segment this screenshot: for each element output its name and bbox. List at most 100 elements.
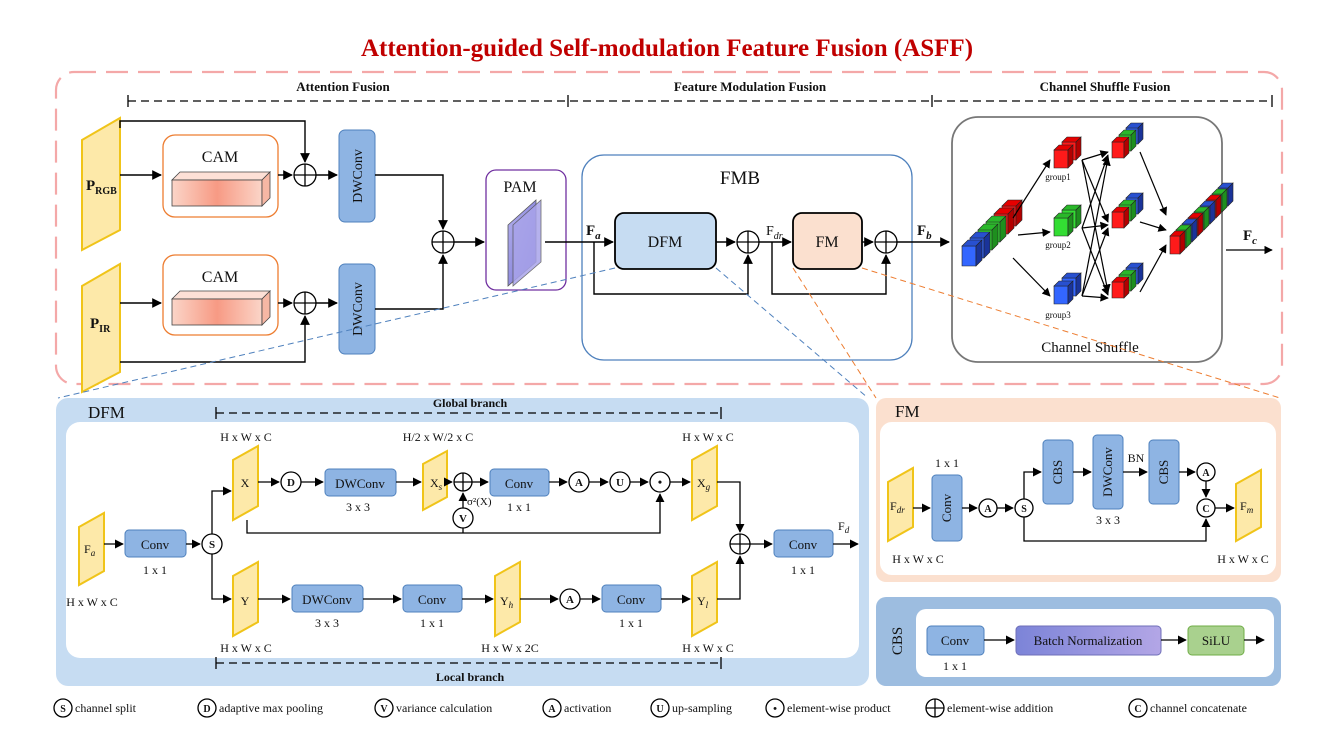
add-top: [293, 163, 317, 187]
dfm-pool-symbol: D: [280, 471, 302, 493]
dfm-xg-shape: H x W x C: [682, 430, 734, 444]
dfm-conv-out-kernel: 1 x 1: [791, 563, 815, 577]
dfm-xs-feature: [422, 449, 448, 512]
shuffled-cube: [1111, 136, 1130, 159]
svg-text:activation: activation: [564, 701, 611, 715]
dfm-yh-label: Yh: [500, 594, 514, 610]
dfm-fa-label: Fa: [84, 542, 96, 558]
group-cube: [1053, 144, 1074, 169]
shuffle-connectors: [1012, 150, 1273, 302]
p-ir-feature: [81, 262, 121, 394]
dfm-x-label: X: [241, 476, 250, 490]
dfm-conv-global-label: Conv: [505, 476, 534, 491]
top-connectors: [119, 120, 485, 363]
dwconv-top-label: DWConv: [351, 149, 366, 203]
dfm-dwconv-global-kernel: 3 x 3: [346, 500, 370, 514]
dfm-conv-local-1-label: Conv: [418, 592, 447, 607]
legend-split: S channel split: [53, 698, 137, 718]
dfm-fa-shape: H x W x C: [66, 595, 118, 609]
dfm-conv-local-1-kernel: 1 x 1: [420, 616, 444, 630]
fmb-add-1: [736, 230, 760, 254]
fm-out-label: Fm: [1240, 499, 1254, 515]
global-branch-label: Global branch: [433, 396, 508, 410]
dfm-conv-1-kernel: 1 x 1: [143, 563, 167, 577]
shuffled-cube: [1111, 276, 1130, 299]
fm-in-shape: H x W x C: [892, 552, 944, 566]
dfm-y-feature: [232, 560, 259, 638]
dfm-final-add: [729, 533, 751, 555]
dfm-xg-label: Xg: [697, 476, 711, 492]
svg-text:A: A: [575, 477, 583, 489]
dfm-xs-label: Xs: [430, 476, 443, 492]
asff-frame: [54, 70, 1284, 386]
stage-divider: [127, 95, 1273, 107]
dfm-dwconv-local-label: DWConv: [302, 592, 352, 607]
fm-block-label: FM: [815, 234, 838, 251]
cbs-bn-label: Batch Normalization: [1034, 633, 1143, 648]
svg-text:D: D: [203, 704, 210, 715]
group-cube: [1053, 212, 1074, 237]
dfm-y-label: Y: [241, 594, 250, 608]
cam-bottom-label: CAM: [202, 269, 238, 286]
cbs-conv-kernel: 1 x 1: [943, 659, 967, 673]
stage-attention-fusion: Attention Fusion: [296, 79, 390, 94]
output-cube: [1169, 230, 1186, 255]
dfm-xs-shape: H/2 x W/2 x C: [403, 430, 473, 444]
fb-label: Fb: [917, 223, 932, 242]
svg-text:S: S: [209, 539, 215, 551]
svg-text:A: A: [548, 704, 556, 715]
add-bottom: [293, 291, 317, 315]
legend-activation: A activation: [542, 698, 611, 718]
dfm-panel-title: DFM: [88, 403, 125, 422]
legend-upsample: U up-sampling: [650, 698, 732, 718]
fm-block: [792, 212, 863, 270]
global-branch-bracket: [215, 407, 722, 419]
dwconv-top-block: [338, 129, 376, 223]
legend-addition: element-wise addition: [925, 698, 1053, 718]
dfm-block-label: DFM: [648, 234, 683, 251]
stage-channel-shuffle-fusion: Channel Shuffle Fusion: [1040, 79, 1172, 94]
fm-conv-label: Conv: [939, 493, 954, 522]
fm-cbs-1-label: CBS: [1050, 460, 1065, 485]
fm-panel-title: FM: [895, 402, 920, 421]
fm-out-shape: H x W x C: [1217, 552, 1269, 566]
dfm-conv-local-2-label: Conv: [617, 592, 646, 607]
fm-connectors: [913, 467, 1235, 542]
fm-conv-kernel: 1 x 1: [935, 456, 959, 470]
local-branch-bracket: [215, 657, 722, 669]
svg-text:up-sampling: up-sampling: [672, 701, 732, 715]
svg-text:channel split: channel split: [75, 701, 137, 715]
dfm-global-add: [453, 472, 473, 492]
dfm-activation-global: A: [568, 471, 590, 493]
shuffle-cubes: [961, 122, 1234, 305]
fa-label: Fa: [586, 223, 601, 242]
shuffled-cube: [1111, 206, 1130, 229]
svg-text:A: A: [984, 504, 992, 515]
legend: S channel split D adaptive max pooling V…: [53, 698, 1247, 718]
pam-plane: [507, 199, 542, 287]
cbs-conv-label: Conv: [941, 633, 970, 648]
svg-text:V: V: [380, 704, 388, 715]
local-branch-label: Local branch: [436, 670, 505, 684]
svg-text:variance calculation: variance calculation: [396, 701, 492, 715]
dfm-dwconv-global-label: DWConv: [335, 476, 385, 491]
svg-text:U: U: [656, 704, 663, 715]
dfm-x-shape: H x W x C: [220, 430, 272, 444]
input-cube: [961, 239, 983, 267]
dfm-variance-symbol: V: [452, 507, 474, 529]
fm-fdr-feature: [887, 466, 914, 543]
p-rgb-feature: [81, 116, 121, 252]
dfm-yl-feature: [691, 560, 718, 638]
p-ir-label: PIR: [90, 316, 111, 335]
dfm-connectors: [104, 477, 859, 604]
fm-dwconv-label: DWConv: [1100, 447, 1115, 497]
group-cube: [1053, 280, 1074, 305]
svg-text:channel concatenate: channel concatenate: [1150, 701, 1247, 715]
legend-pool: D adaptive max pooling: [197, 698, 323, 718]
stage-feature-modulation-fusion: Feature Modulation Fusion: [674, 79, 827, 94]
svg-text:S: S: [60, 704, 66, 715]
fm-fdr-label: Fdr: [890, 499, 905, 515]
pam-label: PAM: [503, 179, 536, 196]
svg-text:V: V: [459, 513, 467, 525]
dfm-conv-global-kernel: 1 x 1: [507, 500, 531, 514]
